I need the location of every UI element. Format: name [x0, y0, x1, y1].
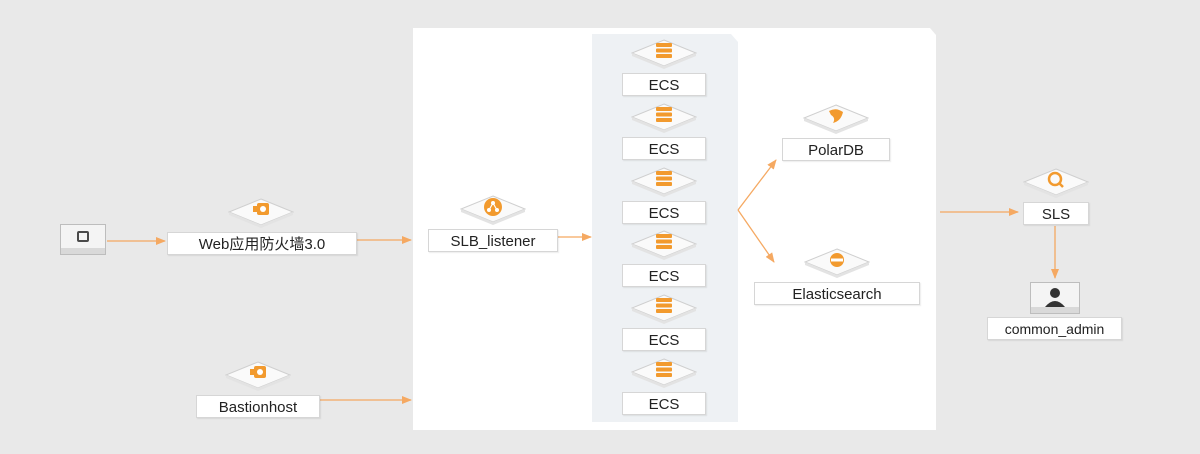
- server-stack-icon: [651, 296, 677, 316]
- elasticsearch-node[interactable]: Elasticsearch: [754, 248, 920, 308]
- bastion-shield-icon: [245, 363, 271, 383]
- ecs-block: [631, 230, 697, 260]
- bastion-block: [225, 361, 291, 391]
- server-stack-icon: [651, 41, 677, 61]
- ecs-node-6[interactable]: ECS: [622, 358, 706, 418]
- elasticsearch-label: Elasticsearch: [754, 282, 920, 305]
- person-icon: [1043, 286, 1067, 308]
- server-stack-icon: [651, 105, 677, 125]
- ecs-block: [631, 294, 697, 324]
- sls-node[interactable]: SLS: [1023, 168, 1089, 228]
- ecs-node-5[interactable]: ECS: [622, 294, 706, 354]
- waf-label: Web应用防火墙3.0: [167, 232, 357, 255]
- slb-node[interactable]: SLB_listener: [428, 195, 558, 255]
- ecs-label: ECS: [622, 328, 706, 351]
- ecs-label: ECS: [622, 137, 706, 160]
- tablet-icon: [77, 231, 89, 242]
- polardb-label: PolarDB: [782, 138, 890, 161]
- ecs-label: ECS: [622, 264, 706, 287]
- server-stack-icon: [651, 232, 677, 252]
- waf-block: [228, 198, 294, 228]
- ecs-block: [631, 103, 697, 133]
- ecs-block: [631, 167, 697, 197]
- ecs-block: [631, 39, 697, 69]
- sls-block: [1023, 168, 1089, 198]
- ecs-node-2[interactable]: ECS: [622, 103, 706, 163]
- slb-block: [460, 195, 526, 225]
- client-device[interactable]: [60, 224, 106, 255]
- log-search-icon: [1043, 170, 1069, 190]
- bastion-label: Bastionhost: [196, 395, 320, 418]
- bastionhost-node[interactable]: Bastionhost: [196, 361, 320, 421]
- ecs-group-column: [592, 34, 738, 422]
- polardb-node[interactable]: PolarDB: [782, 104, 890, 164]
- waf-node[interactable]: Web应用防火墙3.0: [167, 198, 357, 258]
- ecs-label: ECS: [622, 73, 706, 96]
- polardb-block: [803, 104, 869, 134]
- waf-shield-icon: [248, 200, 274, 220]
- ecs-node-4[interactable]: ECS: [622, 230, 706, 290]
- ecs-node-3[interactable]: ECS: [622, 167, 706, 227]
- slb-label: SLB_listener: [428, 229, 558, 252]
- ecs-node-1[interactable]: ECS: [622, 39, 706, 99]
- load-balancer-icon: [480, 197, 506, 217]
- sls-label: SLS: [1023, 202, 1089, 225]
- ecs-label: ECS: [622, 201, 706, 224]
- elasticsearch-icon: [824, 250, 850, 270]
- admin-user-label: common_admin: [987, 317, 1122, 340]
- elasticsearch-block: [804, 248, 870, 278]
- polardb-icon: [823, 106, 849, 126]
- ecs-label: ECS: [622, 392, 706, 415]
- server-stack-icon: [651, 169, 677, 189]
- admin-user[interactable]: [1030, 282, 1080, 314]
- ecs-block: [631, 358, 697, 388]
- server-stack-icon: [651, 360, 677, 380]
